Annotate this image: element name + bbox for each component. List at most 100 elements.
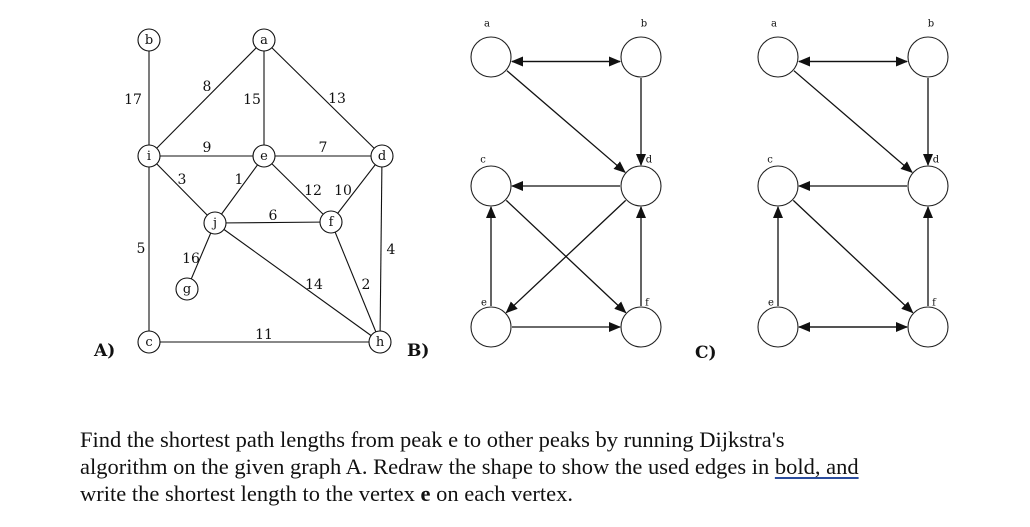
- weight-a-d: 13: [328, 91, 346, 107]
- node-a-circle: [252, 28, 276, 52]
- edge-d-h: [379, 155, 383, 343]
- node-h-circle: [368, 330, 392, 354]
- graph-b-node-e: e: [470, 298, 512, 348]
- graph-b-node-c: c: [470, 155, 512, 207]
- graph-b-node-e-label: e: [481, 298, 487, 309]
- graph-b: a b c d e f B): [407, 19, 662, 361]
- weight-i-j: 3: [178, 172, 187, 188]
- node-g-circle: [175, 277, 199, 301]
- edge-f-h: [330, 221, 381, 343]
- panel-label-a: A): [93, 341, 115, 361]
- graph-c-edge-a-d: [793, 70, 913, 173]
- graph-c-node-a-circle: [757, 36, 799, 78]
- weight-f-h: 2: [362, 277, 371, 293]
- node-a-label: a: [260, 33, 268, 48]
- edge-i-j: [148, 155, 216, 224]
- graph-b-node-b-circle: [620, 36, 662, 78]
- node-f-label: f: [329, 215, 335, 230]
- node-d-label: d: [378, 149, 386, 164]
- graph-b-node-f-label: f: [645, 298, 650, 309]
- weight-d-f: 10: [334, 183, 352, 199]
- question-text: Find the shortest path lengths from peak…: [80, 426, 1010, 507]
- graph-c-node-e-label: e: [768, 298, 774, 309]
- node-e: e: [252, 144, 276, 168]
- graph-b-node-a-circle: [470, 36, 512, 78]
- node-g-label: g: [183, 282, 191, 297]
- node-b: b: [137, 28, 161, 52]
- graph-b-node-a: a: [470, 19, 512, 78]
- node-j: j: [203, 211, 227, 235]
- graph-c-edge-c-f: [792, 199, 914, 314]
- graph-c-node-c: c: [757, 155, 799, 207]
- node-b-label: b: [145, 33, 153, 48]
- graph-b-node-f: f: [620, 298, 662, 348]
- edge-e-f: [263, 155, 332, 223]
- edge-a-d: [263, 39, 383, 157]
- graph-c: a b c d e f C): [695, 19, 949, 363]
- node-e-circle: [252, 144, 276, 168]
- question-line-1: Find the shortest path lengths from peak…: [80, 427, 785, 452]
- edge-j-g: [186, 222, 216, 290]
- graph-b-node-e-circle: [470, 306, 512, 348]
- question-line-2-text: algorithm on the given graph A. Redraw t…: [80, 454, 775, 479]
- graph-c-node-f-label: f: [932, 298, 937, 309]
- edge-d-f: [330, 155, 383, 223]
- graph-b-edge-d-e: [505, 199, 627, 314]
- node-i: i: [137, 144, 161, 168]
- edge-j-h: [214, 222, 381, 343]
- panel-label-b: B): [407, 341, 429, 361]
- question-line-3-end: on each vertex.: [430, 481, 573, 506]
- underlined-text: bold, and: [774, 454, 859, 479]
- graph-b-node-a-label: a: [484, 19, 490, 30]
- bold-vertex-e: e: [420, 481, 431, 506]
- graph-b-node-f-circle: [620, 306, 662, 348]
- question-line-2: algorithm on the given graph A. Redraw t…: [80, 453, 1010, 480]
- weight-j-g: 16: [182, 251, 200, 267]
- graph-c-node-d-label: d: [933, 155, 940, 166]
- weight-c-h: 11: [255, 327, 273, 343]
- node-g: g: [175, 277, 199, 301]
- node-d: d: [370, 144, 394, 168]
- node-j-circle: [203, 211, 227, 235]
- weight-i-e: 9: [203, 140, 212, 156]
- graph-b-node-c-circle: [470, 165, 512, 207]
- edge-e-j: [214, 155, 265, 224]
- node-h-label: h: [376, 335, 385, 350]
- weight-b-i: 17: [124, 92, 142, 108]
- graph-b-node-b: b: [620, 19, 662, 78]
- node-i-label: i: [147, 149, 151, 164]
- weight-a-e: 15: [243, 92, 261, 108]
- weight-j-f: 6: [269, 208, 278, 224]
- graph-c-node-c-label: c: [767, 155, 773, 166]
- graph-c-node-b-label: b: [928, 19, 934, 30]
- graph-c-node-b: b: [907, 19, 949, 78]
- graph-c-node-b-circle: [907, 36, 949, 78]
- graph-c-node-d: d: [907, 155, 949, 207]
- weight-i-a: 8: [203, 79, 212, 95]
- node-i-circle: [137, 144, 161, 168]
- graph-b-node-b-label: b: [641, 19, 647, 30]
- graph-b-node-d-label: d: [646, 155, 653, 166]
- graph-c-node-a-label: a: [771, 19, 777, 30]
- graph-b-node-d: d: [620, 155, 662, 207]
- node-d-circle: [370, 144, 394, 168]
- panel-label-c: C): [695, 343, 717, 363]
- node-f: f: [319, 210, 343, 234]
- question-line-3-text: write the shortest length to the vertex: [80, 481, 421, 506]
- graph-b-edge-a-d: [506, 70, 626, 173]
- graph-c-node-f-circle: [907, 306, 949, 348]
- graph-c-node-e-circle: [757, 306, 799, 348]
- node-c-label: c: [145, 335, 152, 350]
- node-c: c: [137, 330, 161, 354]
- graph-c-node-f: f: [907, 298, 949, 348]
- graph-b-node-c-label: c: [480, 155, 486, 166]
- node-h: h: [368, 330, 392, 354]
- weight-i-c: 5: [137, 241, 146, 257]
- node-j-label: j: [211, 216, 217, 231]
- graph-b-node-d-circle: [620, 165, 662, 207]
- question-line-3: write the shortest length to the vertex …: [80, 480, 1010, 507]
- node-a: a: [252, 28, 276, 52]
- node-b-circle: [137, 28, 161, 52]
